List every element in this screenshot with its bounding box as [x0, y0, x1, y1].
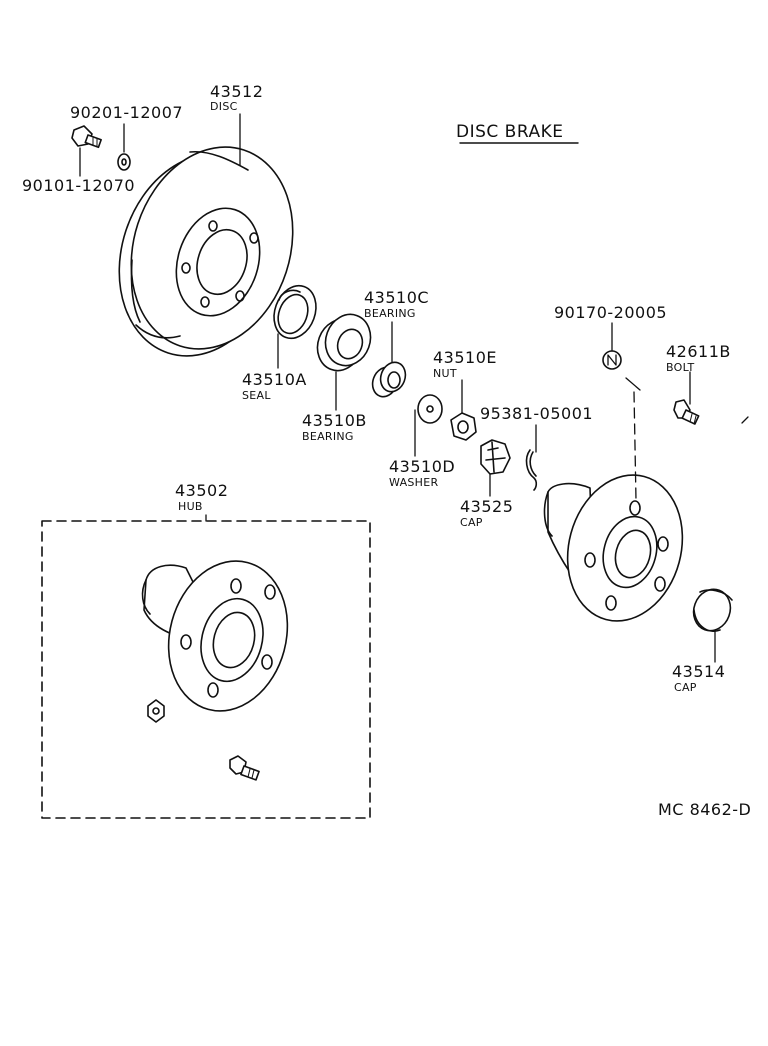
stud-bolt-icon — [229, 755, 260, 781]
part-name-disc: DISC — [210, 100, 238, 113]
part-name-nut-cap: CAP — [460, 516, 483, 529]
part-name-bearing-inner: BEARING — [302, 430, 354, 443]
part-number-disc: 43512 — [210, 82, 264, 101]
outer-bearing — [371, 361, 407, 398]
seal-ring — [273, 284, 317, 340]
part-name-grease-cap: CAP — [674, 681, 697, 694]
grease-cap-icon — [692, 588, 733, 632]
wheel-bolt-icon — [71, 125, 102, 149]
part-number-hub-bolt: 42611B — [666, 342, 731, 361]
part-name-washer: WASHER — [389, 476, 439, 489]
part-number-bolt-upper: 90201-12007 — [70, 103, 184, 122]
part-number-washer: 43510D — [389, 457, 456, 476]
part-number-nut: 43510E — [433, 348, 498, 367]
part-name-bearing-outer: BEARING — [364, 307, 416, 320]
part-name-nut: NUT — [433, 367, 457, 380]
part-number-hub-nut: 90170-20005 — [554, 303, 668, 322]
thrust-washer — [417, 394, 443, 424]
part-number-cotter-pin: 95381-05001 — [480, 404, 594, 423]
part-name-hub-bolt: BOLT — [666, 361, 695, 374]
hub-assembled — [543, 474, 684, 622]
inner-bearing — [316, 313, 372, 372]
part-number-bearing-outer: 43510C — [364, 288, 430, 307]
part-number-bolt-lower: 90101-12070 — [22, 176, 136, 195]
hub-nut-tick — [625, 377, 641, 391]
diagram-code: MC 8462-D — [658, 800, 752, 819]
hub-nut-icon — [602, 350, 622, 370]
hub-exploded — [141, 560, 289, 712]
hub-bolt-tick — [741, 416, 749, 424]
part-name-hub: HUB — [178, 500, 203, 513]
part-name-seal: SEAL — [242, 389, 271, 402]
part-number-hub: 43502 — [175, 481, 229, 500]
diagram-title: DISC BRAKE — [456, 122, 564, 142]
stud-nut-icon — [147, 699, 165, 723]
cotter-pin-icon — [525, 449, 538, 491]
hub-kit-box — [41, 520, 371, 819]
hex-nut-icon — [450, 412, 477, 441]
hub-nut-dash — [633, 391, 637, 501]
castle-cap-icon — [480, 439, 511, 475]
hub-bolt-icon — [673, 399, 700, 425]
part-number-nut-cap: 43525 — [460, 497, 514, 516]
small-washer-icon — [117, 153, 131, 171]
part-number-seal: 43510A — [242, 370, 307, 389]
part-number-bearing-inner: 43510B — [302, 411, 367, 430]
part-number-grease-cap: 43514 — [672, 662, 726, 681]
disc-rotor — [118, 146, 294, 357]
